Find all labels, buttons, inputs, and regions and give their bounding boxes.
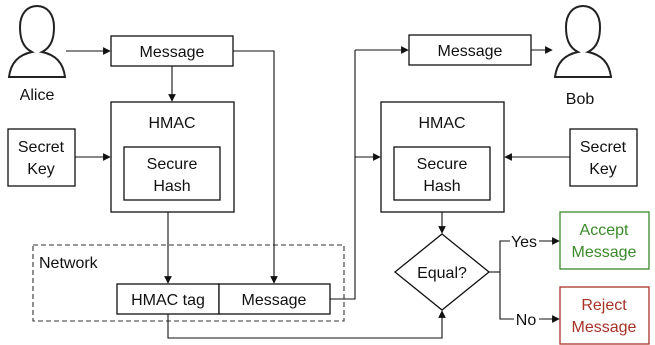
connectors [66, 46, 570, 339]
arrow-message-to-packet [233, 50, 278, 284]
network-region [32, 244, 345, 322]
yes-label: Yes [511, 234, 537, 251]
sender-secure-hash-line2: Hash [153, 178, 190, 195]
alice-label: Alice [20, 87, 55, 104]
network-label: Network [39, 255, 99, 272]
sender-secure-hash-box [123, 146, 221, 201]
receiver-secure-hash-box [393, 146, 491, 201]
reject-message-line2: Message [572, 319, 637, 336]
line-no-branch [499, 272, 514, 320]
arrow-tag-to-decision [167, 310, 446, 339]
reject-message-box [559, 286, 650, 345]
hmac-tag-box [116, 283, 220, 315]
receiver-message-label: Message [438, 43, 503, 60]
packet-message-label: Message [242, 292, 307, 309]
sender-message-label: Message [140, 44, 205, 61]
sender-message-box [110, 35, 234, 67]
bob-label: Bob [566, 91, 595, 108]
no-label: No [516, 312, 537, 329]
line-packet-to-receiver [330, 50, 356, 300]
receiver-hmac-title: HMAC [418, 115, 465, 132]
receiver-message-box [408, 34, 532, 66]
sender-hmac-title: HMAC [148, 115, 195, 132]
receiver-secure-hash-line1: Secure [417, 156, 468, 173]
sender-secret-key-line1: Secret [18, 139, 65, 156]
receiver-secure-hash-line2: Hash [423, 178, 460, 195]
sender-secret-key-line2: Key [27, 161, 55, 178]
alice-person-icon [7, 4, 67, 78]
receiver-secret-key-line2: Key [589, 161, 617, 178]
accept-message-box [559, 211, 650, 270]
equal-decision-label: Equal? [417, 265, 467, 282]
line-yes-branch [499, 240, 510, 272]
equal-decision-diamond [393, 233, 491, 311]
hmac-tag-label: HMAC tag [131, 292, 205, 309]
accept-message-line2: Message [572, 244, 637, 261]
sender-secure-hash-line1: Secure [147, 156, 198, 173]
reject-message-line1: Reject [581, 297, 627, 314]
receiver-secret-key-line1: Secret [580, 139, 627, 156]
accept-message-line1: Accept [580, 222, 629, 239]
packet-message-box [218, 283, 331, 315]
sender-secret-key-box [7, 128, 76, 187]
bob-person-icon [553, 4, 613, 78]
